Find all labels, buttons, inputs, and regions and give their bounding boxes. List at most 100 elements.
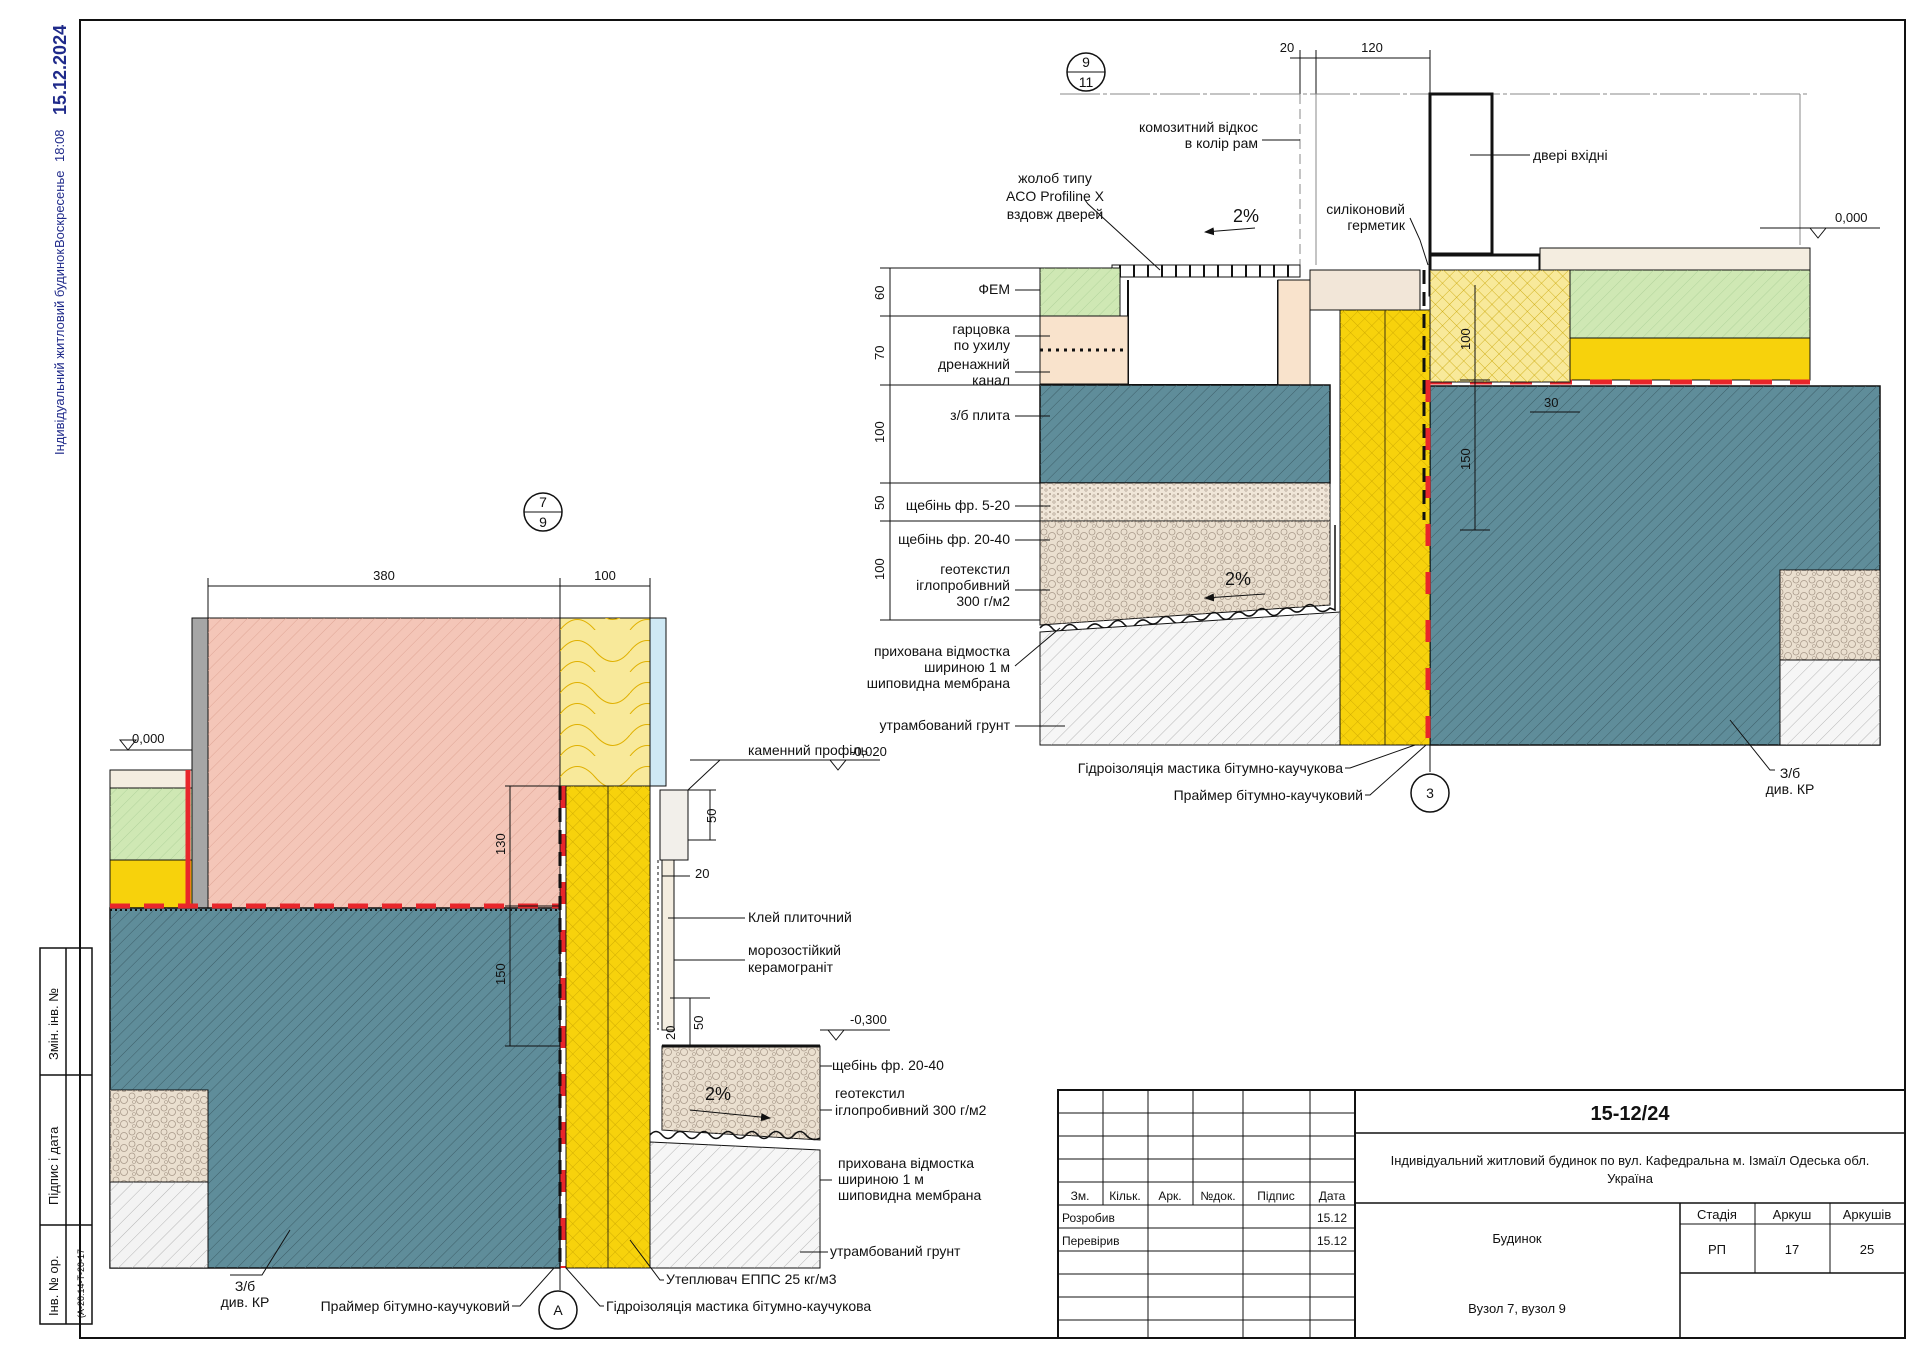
label-slab-2: див. КР	[221, 1294, 270, 1310]
tb-stage: РП	[1708, 1242, 1726, 1257]
tb-h-pidpys: Підпис	[1257, 1189, 1295, 1203]
label-primer9: Праймер бітумно-каучуковий	[1174, 787, 1363, 803]
label-hidden-1: прихована відмостка	[838, 1155, 974, 1171]
node7-dim-20b: 20	[663, 1026, 678, 1040]
label-soil9: утрамбований грунт	[880, 717, 1011, 733]
tb-object: Будинок	[1492, 1231, 1542, 1246]
node7-level-020: -0,020	[850, 744, 887, 759]
node9-dim-150: 150	[1458, 448, 1473, 470]
node-9: 9 11 20 120 0,000	[867, 40, 1881, 813]
composite-sill	[1309, 269, 1421, 311]
node9-slope1: 2%	[1233, 206, 1259, 226]
node7-id-bottom: 9	[539, 514, 547, 530]
gutter-grate	[1111, 264, 1301, 278]
label-slab-1: З/б	[235, 1278, 255, 1294]
node9-dim-120: 120	[1361, 40, 1383, 55]
label-fem: ФЕМ	[978, 281, 1010, 297]
tb-code: 15-12/24	[1591, 1103, 1671, 1125]
label-gravel-fine: щебінь фр. 5-20	[906, 497, 1010, 513]
node7-level-300: -0,300	[850, 1012, 887, 1027]
margin-signature: Підпис і дата	[46, 1126, 61, 1205]
label-hidden9-1: прихована відмостка	[874, 643, 1010, 659]
label-geotex9-3: 300 г/м2	[956, 593, 1010, 609]
side-date: 15.12.2024	[50, 25, 70, 115]
label-geotex9-1: геотекстил	[940, 561, 1010, 577]
label-primer: Праймер бітумно-каучуковий	[321, 1298, 510, 1314]
node9-id-top: 9	[1082, 54, 1090, 70]
tb-h-ark: Арк.	[1158, 1189, 1181, 1203]
node9-id-bottom: 11	[1079, 74, 1094, 90]
drain-channel	[1127, 280, 1279, 386]
label-granite-1: морозостійкий	[748, 942, 841, 958]
label-waterproof: Гідроізоляція мастика бітумно-каучукова	[606, 1298, 871, 1314]
tb-stage-h: Стадія	[1697, 1207, 1737, 1222]
tb-sheet-h: Аркуш	[1773, 1207, 1812, 1222]
tb-developed-date: 15.12	[1317, 1211, 1347, 1225]
label-sealant-1: силіконовий	[1326, 201, 1405, 217]
node7-dim-ins: 100	[594, 568, 616, 583]
node7-dim-130: 130	[493, 833, 508, 855]
label-drain-1: дренажний	[938, 356, 1010, 372]
side-project: Індивідуальний житловий будинок	[52, 249, 67, 455]
node9-dim-100a: 100	[872, 421, 887, 443]
label-hidden-2: шириною 1 м	[838, 1171, 924, 1187]
node7-dim-50: 50	[704, 809, 719, 823]
tb-developed: Розробив	[1062, 1211, 1115, 1225]
node9-dim-20: 20	[1280, 40, 1294, 55]
node7-dim-150: 150	[493, 963, 508, 985]
node9-dim-50: 50	[872, 496, 887, 510]
node7-slope: 2%	[705, 1084, 731, 1104]
label-geotex9-2: іглопробивний	[916, 577, 1010, 593]
label-geotex-2: іглопробивний 300 г/м2	[835, 1102, 987, 1118]
label-gutter-1: жолоб типу	[1018, 170, 1092, 186]
tb-country: Україна	[1607, 1171, 1654, 1186]
label-slab: з/б плита	[950, 407, 1010, 423]
node7-dim-50b: 50	[691, 1016, 706, 1030]
label-sealant-2: герметик	[1347, 217, 1406, 233]
node9-dim-60: 60	[872, 286, 887, 300]
node7-dim-20: 20	[695, 866, 709, 881]
node7-dim-wall: 380	[373, 568, 395, 583]
left-margin-table	[39, 947, 93, 1325]
node7-axis: А	[553, 1302, 563, 1318]
node9-dim-100c: 100	[1458, 328, 1473, 350]
plaster	[191, 617, 209, 909]
sheet-frame	[79, 19, 1906, 1339]
node9-dim-70: 70	[872, 346, 887, 360]
label-hidden-3: шиповидна мембрана	[838, 1187, 981, 1203]
side-stamp: Індивідуальний житловий будинок Воскресе…	[50, 25, 70, 455]
label-hidden9-3: шиповидна мембрана	[867, 675, 1010, 691]
label-granite-2: керамограніт	[748, 959, 834, 975]
label-hidden9-2: шириною 1 м	[924, 659, 1010, 675]
label-stone-profile-1: каменний профіль	[748, 742, 868, 758]
floor-ins-right	[1569, 337, 1811, 381]
label-door: двері вхідні	[1533, 147, 1608, 163]
title-block	[1057, 1089, 1906, 1339]
node9-axis: 3	[1426, 785, 1434, 801]
node-7: 7 9 380 100 0,000	[109, 492, 987, 1330]
label-slope-edge-1: комозитний відкос	[1139, 119, 1258, 135]
label-gutter-2: ACO Profiline X	[1006, 188, 1105, 204]
node9-dim-30: 30	[1544, 395, 1558, 410]
facade-finish	[649, 617, 667, 787]
node9-dim-100b: 100	[872, 558, 887, 580]
label-screed-1: гарцовка	[952, 321, 1010, 337]
label-slope-edge-2: в колір рам	[1185, 135, 1258, 151]
label-gutter-3: вздовж дверей	[1007, 206, 1104, 222]
tb-sheet-title: Вузол 7, вузол 9	[1468, 1301, 1566, 1316]
node7-level-zero: 0,000	[132, 731, 165, 746]
node7-id-top: 7	[539, 494, 547, 510]
margin-code: (A-20.14-Т-20-17	[76, 1249, 86, 1318]
axis-3-circle	[1410, 773, 1450, 813]
margin-changes: Змін. інв. №	[46, 988, 61, 1060]
label-geotex-1: геотекстил	[835, 1085, 905, 1101]
label-gravel: щебінь фр. 20-40	[832, 1057, 944, 1073]
label-soil: утрамбований грунт	[830, 1243, 961, 1259]
label-slab-kr-2: див. КР	[1766, 781, 1815, 797]
finish-floor	[1539, 247, 1811, 271]
node9-slope2: 2%	[1225, 569, 1251, 589]
tb-sheet: 17	[1785, 1242, 1799, 1257]
side-time: 18:08	[52, 129, 67, 162]
dimple-membrane	[649, 1130, 821, 1141]
